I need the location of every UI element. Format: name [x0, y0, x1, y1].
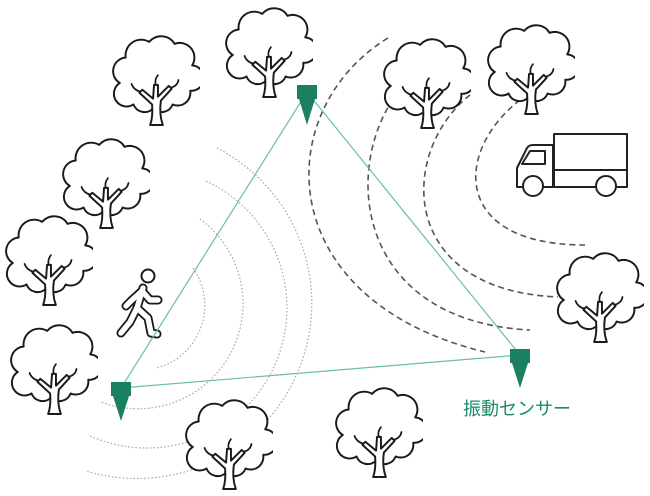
person-wave-arc: [87, 180, 288, 449]
vibration-sensor-icon: [297, 85, 317, 125]
tree-icon: [556, 252, 644, 343]
truck-wave-arc: [422, 94, 559, 298]
tree-icon: [62, 138, 150, 229]
vibration-sensor-icon: [510, 349, 530, 388]
vibration-sensor-icon: [111, 382, 131, 421]
sensor-link-line: [120, 91, 308, 389]
tree-icon: [112, 35, 200, 126]
tree-icon: [383, 38, 471, 129]
tree-icon: [10, 324, 98, 415]
truck-wheel: [595, 175, 617, 197]
tree-icon: [335, 387, 423, 478]
sensor-label: 振動センサー: [463, 399, 571, 420]
tree-icon: [185, 399, 273, 490]
person-head: [140, 268, 156, 284]
truck-wave-arc: [308, 37, 486, 353]
truck-window: [521, 150, 546, 165]
truck-cargo-box: [553, 133, 628, 188]
truck-wheel: [522, 175, 544, 197]
person-vibration-waves: [85, 147, 313, 480]
truck-wave-arc: [475, 99, 586, 246]
tree-icon: [225, 7, 313, 98]
sensor-link-line: [120, 354, 521, 389]
sensor-links: [120, 91, 521, 389]
tree-icon: [487, 24, 575, 115]
sensor-link-line: [306, 91, 521, 356]
truck-icon: [516, 133, 628, 197]
person-wave-arc: [100, 218, 244, 410]
walking-person-icon: [116, 268, 163, 339]
person-wave-arc: [156, 267, 206, 369]
tree-icon: [5, 215, 93, 306]
